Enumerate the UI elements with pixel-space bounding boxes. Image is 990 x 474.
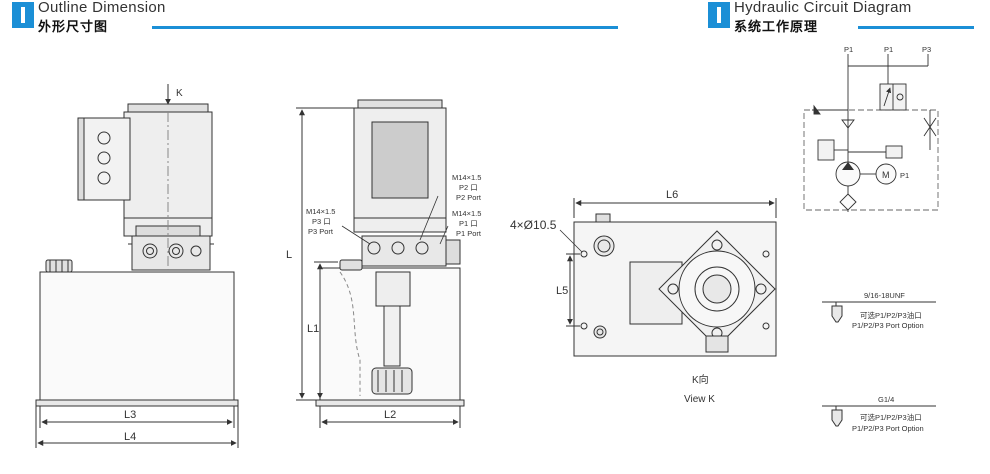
front-view (35, 84, 239, 448)
p2-zh-label: P2 口 (459, 183, 478, 192)
p2-size-label: M14×1.5 (452, 173, 481, 182)
port-option-1-en: P1/P2/P3 Port Option (852, 321, 924, 330)
header-circuit-diagram: Hydraulic Circuit Diagram 系统工作原理 (708, 0, 978, 34)
hydraulic-circuit (803, 54, 939, 212)
dim-l1-label: L1 (307, 323, 319, 335)
port-option-2-thread: G1/4 (878, 395, 894, 404)
p1-zh-label: P1 口 (459, 219, 478, 228)
view-k (559, 198, 777, 357)
p1-en-label: P1 Port (456, 229, 482, 238)
port-option-1-zh: 可选P1/P2/P3油口 (860, 310, 922, 320)
header-rule (152, 26, 618, 29)
header-title-zh: 系统工作原理 (734, 19, 819, 34)
port-option-2-zh: 可选P1/P2/P3油口 (860, 412, 922, 422)
circuit-motor-label: M (882, 170, 890, 180)
circuit-p1b-label: P1 (884, 45, 893, 54)
header-marker-icon (708, 2, 730, 28)
port-option-2 (822, 405, 936, 427)
header-title-en: Outline Dimension (38, 0, 166, 16)
dim-l6-label: L6 (666, 189, 678, 201)
header-title-zh: 外形尺寸图 (38, 19, 109, 34)
circuit-p1c-label: P1 (900, 171, 909, 180)
dim-l2-label: L2 (384, 409, 396, 421)
circuit-p1a-label: P1 (844, 45, 853, 54)
header-marker-icon (12, 2, 34, 28)
view-k-en-label: View K (684, 394, 715, 405)
k-label: K (176, 88, 183, 99)
p3-size-label: M14×1.5 (306, 207, 335, 216)
header-title-en: Hydraulic Circuit Diagram (734, 0, 912, 16)
holes-label: 4×Ø10.5 (510, 218, 557, 232)
header-outline-dimension: Outline Dimension 外形尺寸图 (12, 0, 622, 34)
header-rule (858, 26, 974, 29)
p1-size-label: M14×1.5 (452, 209, 481, 218)
dim-l-label: L (286, 249, 292, 261)
side-view (296, 99, 465, 428)
dim-l5-label: L5 (556, 285, 568, 297)
port-option-1-thread: 9/16-18UNF (864, 291, 905, 300)
port-option-2-en: P1/P2/P3 Port Option (852, 424, 924, 433)
p3-zh-label: P3 口 (312, 217, 331, 226)
view-k-zh-label: K向 (692, 373, 709, 386)
dim-l3-label: L3 (124, 409, 136, 421)
p2-en-label: P2 Port (456, 193, 482, 202)
dim-l4-label: L4 (124, 431, 136, 443)
port-option-1 (822, 301, 936, 323)
circuit-p3-label: P3 (922, 45, 931, 54)
p3-en-label: P3 Port (308, 227, 334, 236)
